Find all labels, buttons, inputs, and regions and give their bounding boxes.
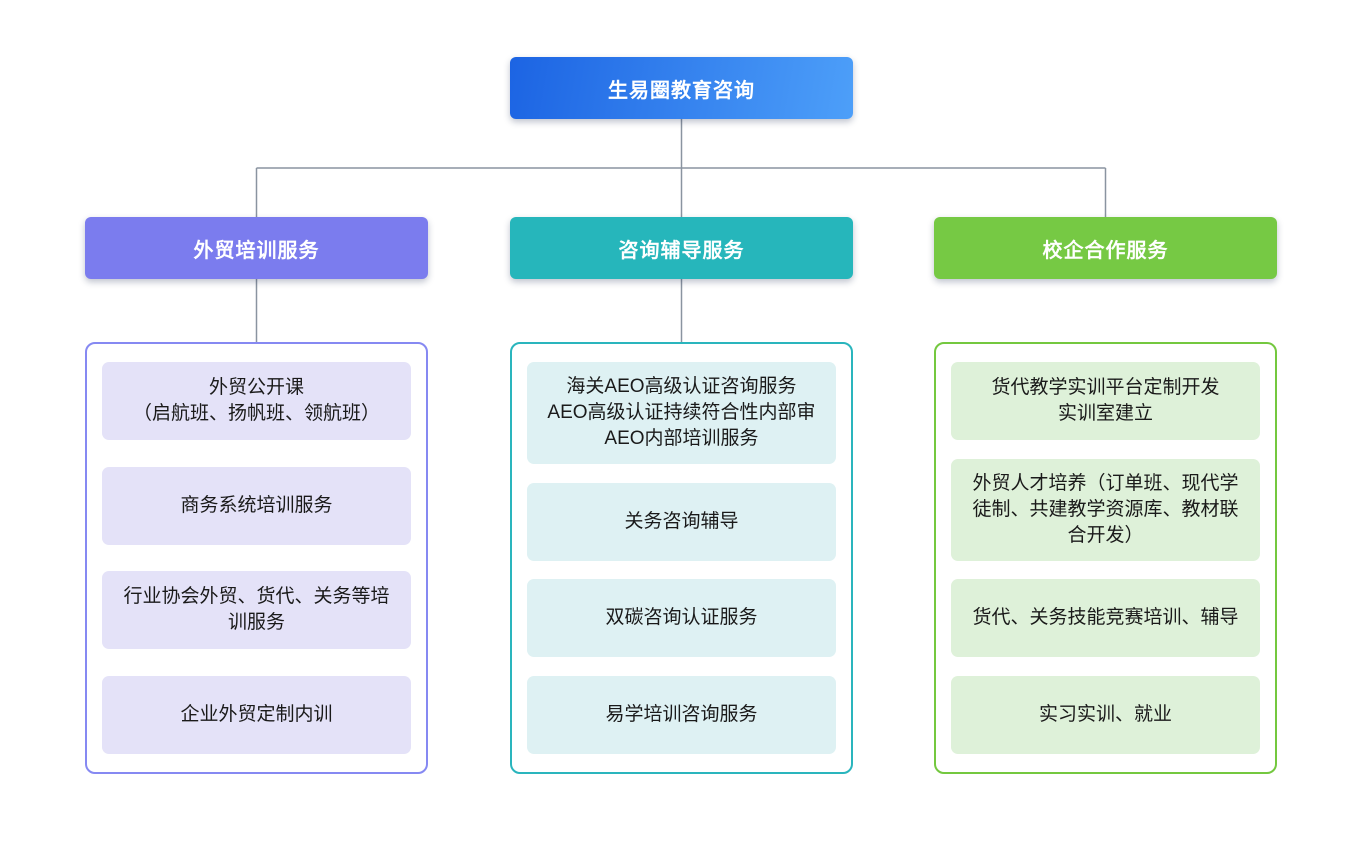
branch-node-trade-training[interactable]: 外贸培训服务 [85, 217, 428, 279]
panel-consulting-coaching: 海关AEO高级认证咨询服务 AEO高级认证持续符合性内部审 AEO内部培训服务 … [510, 342, 853, 774]
leaf-item[interactable]: 行业协会外贸、货代、关务等培 训服务 [102, 571, 411, 650]
leaf-item[interactable]: 货代、关务技能竞赛培训、辅导 [951, 579, 1260, 658]
leaf-item[interactable]: 外贸人才培养（订单班、现代学 徒制、共建教学资源库、教材联 合开发） [951, 458, 1260, 561]
leaf-item[interactable]: 外贸公开课 （启航班、扬帆班、领航班） [102, 362, 411, 440]
leaf-item[interactable]: 商务系统培训服务 [102, 466, 411, 545]
leaf-item[interactable]: 实习实训、就业 [951, 675, 1260, 754]
branch-node-school-enterprise[interactable]: 校企合作服务 [934, 217, 1277, 279]
panel-school-enterprise: 货代教学实训平台定制开发 实训室建立 外贸人才培养（订单班、现代学 徒制、共建教… [934, 342, 1277, 774]
leaf-item[interactable]: 双碳咨询认证服务 [527, 579, 836, 658]
leaf-item[interactable]: 货代教学实训平台定制开发 实训室建立 [951, 362, 1260, 440]
branch-node-consulting-coaching[interactable]: 咨询辅导服务 [510, 217, 853, 279]
leaf-item[interactable]: 企业外贸定制内训 [102, 675, 411, 754]
leaf-item[interactable]: 易学培训咨询服务 [527, 675, 836, 754]
panel-trade-training: 外贸公开课 （启航班、扬帆班、领航班） 商务系统培训服务 行业协会外贸、货代、关… [85, 342, 428, 774]
leaf-item[interactable]: 关务咨询辅导 [527, 482, 836, 561]
leaf-item[interactable]: 海关AEO高级认证咨询服务 AEO高级认证持续符合性内部审 AEO内部培训服务 [527, 362, 836, 464]
root-node[interactable]: 生易圈教育咨询 [510, 57, 853, 119]
